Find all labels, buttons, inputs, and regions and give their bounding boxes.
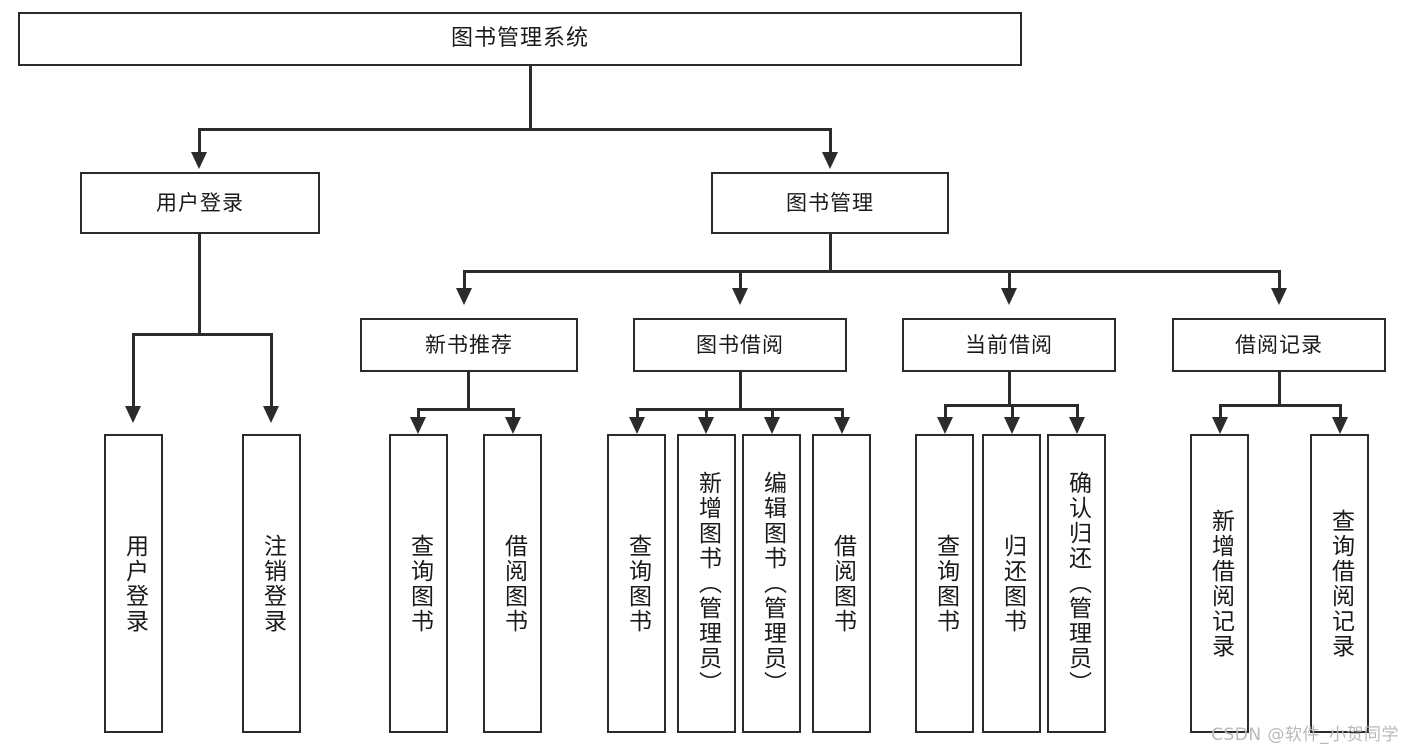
arrowhead-bm-book-borrow — [732, 288, 748, 305]
node-book-management[interactable]: 图书管理 — [711, 172, 949, 234]
connector-book-management-fanbar — [463, 270, 1281, 273]
arrowhead-bb-leaf-2 — [698, 417, 714, 434]
leaf-new-book-query-book[interactable]: 查询图书 — [389, 434, 448, 733]
node-user-login[interactable]: 用户登录 — [80, 172, 320, 234]
arrowhead-root-to-book-management — [822, 152, 838, 169]
arrowhead-new-book-leaf-1 — [410, 417, 426, 434]
connector-user-login-to-leaf-1 — [132, 333, 135, 409]
node-current-borrow[interactable]: 当前借阅 — [902, 318, 1116, 372]
connector-bm-to-new-book — [463, 270, 466, 290]
connector-new-book-to-leaf-1 — [417, 408, 420, 420]
leaf-user-login-logout[interactable]: 注销登录 — [242, 434, 301, 733]
connector-br-to-leaf-1 — [1219, 404, 1222, 420]
leaf-user-login-login[interactable]: 用户登录 — [104, 434, 163, 733]
node-label: 新增借阅记录 — [1207, 508, 1234, 659]
leaf-current-borrow-query-book[interactable]: 查询图书 — [915, 434, 974, 733]
node-book-borrow[interactable]: 图书借阅 — [633, 318, 847, 372]
node-label: 确认归还（管理员） — [1064, 471, 1091, 696]
arrowhead-new-book-leaf-2 — [505, 417, 521, 434]
node-label: 查询图书 — [932, 533, 959, 634]
arrowhead-cb-leaf-3 — [1069, 417, 1085, 434]
node-label: 新书推荐 — [425, 332, 513, 357]
connector-bb-to-leaf-2 — [705, 408, 708, 420]
connector-bm-to-current-borrow — [1008, 270, 1011, 290]
connector-cb-to-leaf-1 — [944, 404, 947, 420]
node-label: 查询借阅记录 — [1327, 508, 1354, 659]
leaf-new-book-borrow-book[interactable]: 借阅图书 — [483, 434, 542, 733]
node-label: 用户登录 — [156, 190, 244, 215]
arrowhead-bm-new-book — [456, 288, 472, 305]
leaf-book-borrow-query-book[interactable]: 查询图书 — [607, 434, 666, 733]
arrowhead-bb-leaf-4 — [834, 417, 850, 434]
arrowhead-bm-borrow-record — [1271, 288, 1287, 305]
connector-new-book-fanbar — [417, 408, 515, 411]
node-root-book-management-system[interactable]: 图书管理系统 — [18, 12, 1022, 66]
node-label: 注销登录 — [259, 533, 286, 634]
node-label: 图书管理 — [786, 190, 874, 215]
arrowhead-user-login-leaf-2 — [263, 406, 279, 423]
node-label: 用户登录 — [121, 533, 148, 634]
arrowhead-cb-leaf-1 — [937, 417, 953, 434]
arrowhead-user-login-leaf-1 — [125, 406, 141, 423]
node-label: 当前借阅 — [965, 332, 1053, 357]
arrowhead-bm-current-borrow — [1001, 288, 1017, 305]
arrowhead-br-leaf-1 — [1212, 417, 1228, 434]
connector-book-borrow-stem — [739, 372, 742, 410]
connector-user-login-stem — [198, 234, 201, 335]
connector-borrow-record-fanbar — [1219, 404, 1341, 407]
arrowhead-cb-leaf-2 — [1004, 417, 1020, 434]
connector-br-to-leaf-2 — [1339, 404, 1342, 420]
connector-bm-to-book-borrow — [739, 270, 742, 290]
arrowhead-bb-leaf-3 — [764, 417, 780, 434]
node-label: 编辑图书（管理员） — [759, 471, 786, 696]
connector-bb-to-leaf-3 — [771, 408, 774, 420]
connector-bb-to-leaf-1 — [636, 408, 639, 420]
arrowhead-br-leaf-2 — [1332, 417, 1348, 434]
connector-cb-to-leaf-3 — [1076, 404, 1079, 420]
connector-book-management-stem — [829, 234, 832, 272]
arrowhead-root-to-user-login — [191, 152, 207, 169]
watermark-csdn: CSDN @软件_小贺同学 — [1211, 725, 1399, 745]
connector-book-borrow-fanbar — [636, 408, 843, 411]
node-label: 图书借阅 — [696, 332, 784, 357]
connector-root-to-book-management — [829, 128, 832, 156]
leaf-borrow-record-query-record[interactable]: 查询借阅记录 — [1310, 434, 1369, 733]
connector-cb-to-leaf-2 — [1011, 404, 1014, 420]
connector-bm-to-borrow-record — [1278, 270, 1281, 290]
connector-root-fanbar — [198, 128, 832, 131]
node-label: 借阅记录 — [1235, 332, 1323, 357]
leaf-current-borrow-return-book[interactable]: 归还图书 — [982, 434, 1041, 733]
node-label: 查询图书 — [624, 533, 651, 634]
node-label: 借阅图书 — [829, 533, 856, 634]
node-label: 新增图书（管理员） — [694, 471, 721, 696]
connector-borrow-record-stem — [1278, 372, 1281, 406]
connector-root-stem — [529, 66, 532, 130]
leaf-borrow-record-add-record[interactable]: 新增借阅记录 — [1190, 434, 1249, 733]
leaf-book-borrow-edit-book-admin[interactable]: 编辑图书（管理员） — [742, 434, 801, 733]
connector-user-login-fanbar — [132, 333, 272, 336]
node-borrow-record[interactable]: 借阅记录 — [1172, 318, 1386, 372]
arrowhead-bb-leaf-1 — [629, 417, 645, 434]
node-label: 归还图书 — [999, 533, 1026, 634]
node-label: 查询图书 — [406, 533, 433, 634]
connector-user-login-to-leaf-2 — [270, 333, 273, 409]
connector-root-to-user-login — [198, 128, 201, 156]
node-new-book-recommend[interactable]: 新书推荐 — [360, 318, 578, 372]
connector-bb-to-leaf-4 — [841, 408, 844, 420]
leaf-current-borrow-confirm-return-admin[interactable]: 确认归还（管理员） — [1047, 434, 1106, 733]
leaf-book-borrow-borrow-book[interactable]: 借阅图书 — [812, 434, 871, 733]
connector-current-borrow-stem — [1008, 372, 1011, 406]
node-label: 借阅图书 — [500, 533, 527, 634]
connector-new-book-to-leaf-2 — [512, 408, 515, 420]
leaf-book-borrow-add-book-admin[interactable]: 新增图书（管理员） — [677, 434, 736, 733]
connector-new-book-stem — [467, 372, 470, 410]
node-label: 图书管理系统 — [450, 26, 589, 52]
